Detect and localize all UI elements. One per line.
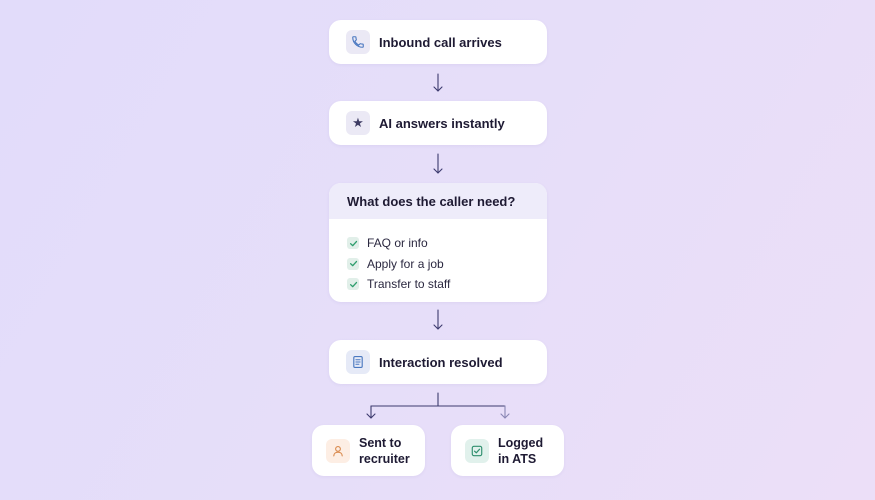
step-resolved: Interaction resolved: [329, 340, 547, 384]
person-icon: [326, 438, 350, 463]
step-label-ai-answers: AI answers instantly: [379, 115, 505, 131]
arrow-ai-to-decision: [433, 153, 443, 174]
step-inbound-call: Inbound call arrives: [329, 20, 547, 64]
step-ai-answers: ★ AI answers instantly: [329, 101, 547, 145]
outcome-label-ats: Logged in ATS: [498, 435, 544, 466]
outcome-label-recruiter: Sent to recruiter: [359, 435, 410, 466]
option-item-apply: Apply for a job: [347, 254, 547, 275]
check-icon: [347, 257, 359, 270]
step-label-resolved: Interaction resolved: [379, 354, 503, 370]
option-label: Apply for a job: [367, 256, 444, 271]
star-icon: ★: [346, 111, 370, 135]
option-label: FAQ or info: [367, 236, 428, 251]
arrow-call-to-ai: [433, 73, 443, 92]
check-icon: [347, 237, 359, 250]
outcome-logged-in-ats: Logged in ATS: [451, 425, 564, 476]
phone-icon: [346, 30, 370, 54]
arrow-decision-to-resolved: [433, 309, 443, 330]
branch-connector: [366, 392, 506, 419]
decision-card: What does the caller need? FAQ or info A…: [329, 183, 547, 302]
document-icon: [346, 350, 370, 374]
outcome-sent-to-recruiter: Sent to recruiter: [312, 425, 425, 476]
checkbox-icon: [465, 438, 489, 463]
step-label-inbound-call: Inbound call arrives: [379, 34, 502, 50]
option-item-faq: FAQ or info: [347, 233, 547, 254]
option-list: FAQ or info Apply for a job Transfer to …: [329, 219, 547, 295]
check-icon: [347, 278, 359, 291]
decision-question: What does the caller need?: [329, 183, 547, 219]
option-item-transfer: Transfer to staff: [347, 274, 547, 295]
branch-arrow-ats: [500, 405, 510, 419]
option-label: Transfer to staff: [367, 277, 451, 292]
